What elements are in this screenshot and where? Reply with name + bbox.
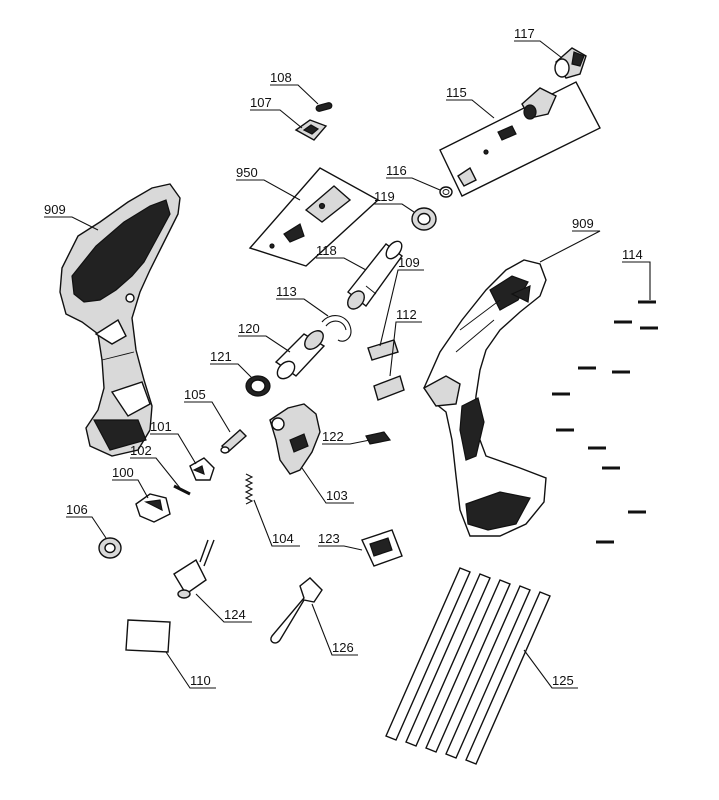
label-107: 107	[250, 95, 272, 110]
label-117: 117	[514, 26, 535, 41]
label-126: 126	[332, 640, 354, 655]
part-114-screws	[552, 300, 658, 544]
label-119: 119	[374, 189, 395, 204]
part-125-glue-sticks	[385, 567, 551, 765]
label-120: 120	[238, 321, 260, 336]
label-112: 112	[396, 307, 417, 322]
label-103: 103	[326, 488, 348, 503]
label-121: 121	[210, 349, 232, 364]
label-116: 116	[386, 163, 407, 178]
label-109: 109	[398, 255, 420, 270]
part-117-nozzle-tip	[554, 47, 587, 79]
part-909-housing-right	[422, 259, 547, 537]
part-104-spring	[244, 473, 254, 505]
part-107-switch-cap	[294, 119, 328, 141]
part-110-pad	[125, 619, 171, 653]
callout-leaders	[44, 40, 651, 689]
label-909-left: 909	[44, 202, 66, 217]
part-120-sleeve	[274, 330, 326, 380]
label-101: 101	[150, 419, 172, 434]
label-105: 105	[184, 387, 206, 402]
part-102-pin	[173, 484, 191, 496]
label-122: 122	[322, 429, 344, 444]
label-113: 113	[276, 284, 297, 299]
part-116-o-ring	[439, 186, 453, 198]
label-102: 102	[130, 443, 152, 458]
label-123: 123	[318, 531, 340, 546]
part-103-trigger-plate	[269, 403, 321, 475]
part-124-thermostat	[173, 539, 215, 599]
part-118-heating-tube	[347, 240, 403, 310]
part-101-switch	[189, 457, 215, 481]
label-106: 106	[66, 502, 88, 517]
part-100-bracket	[135, 493, 171, 523]
part-909-housing-left	[59, 183, 181, 457]
label-909-right: 909	[572, 216, 594, 231]
label-114: 114	[622, 247, 643, 262]
label-124: 124	[224, 607, 246, 622]
label-950: 950	[236, 165, 258, 180]
part-119-washer	[411, 207, 437, 231]
part-106-washer	[98, 537, 122, 559]
label-104: 104	[272, 531, 294, 546]
label-110: 110	[190, 673, 211, 688]
part-112-pad	[373, 375, 405, 401]
label-125: 125	[552, 673, 574, 688]
part-126-wrench	[270, 577, 323, 644]
label-100: 100	[112, 465, 134, 480]
part-109-pad	[367, 339, 399, 361]
part-105-trigger-key	[220, 429, 248, 454]
label-115: 115	[446, 85, 467, 100]
part-950-label-card	[248, 167, 380, 267]
part-108-pin	[315, 102, 333, 112]
part-123-switch-module	[361, 529, 403, 567]
part-115-nozzle-kit	[439, 81, 601, 197]
part-122-bracket	[365, 431, 392, 445]
part-113-clip	[321, 315, 352, 342]
part-121-ring	[245, 375, 271, 397]
label-108: 108	[270, 70, 292, 85]
label-118: 118	[316, 243, 337, 258]
callout-labels: 117 108 107 115 950 116 119 909 909 118 …	[44, 26, 643, 688]
